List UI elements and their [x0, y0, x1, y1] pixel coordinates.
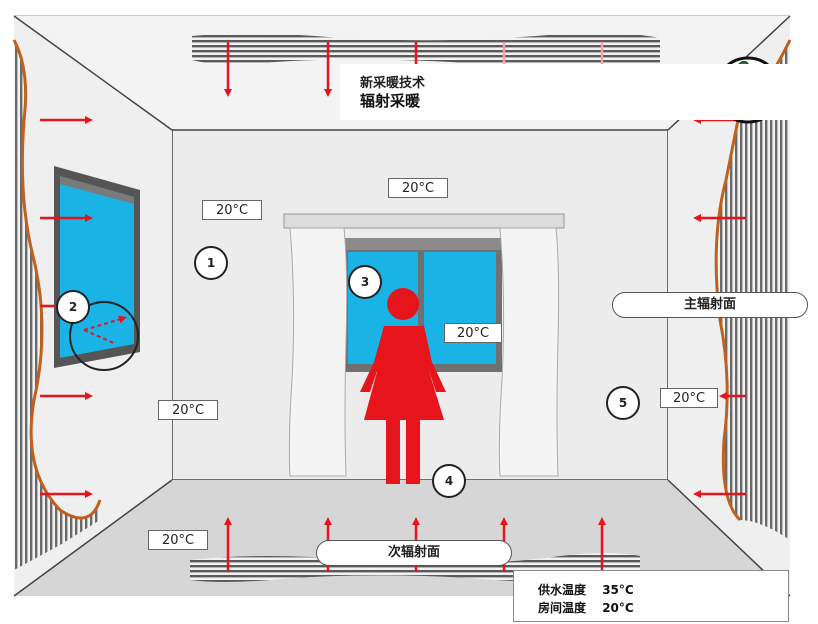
supply-temp-value: 35°C: [602, 583, 634, 597]
ceiling-radiant-panel: [192, 32, 660, 67]
person-silhouette-icon: [360, 288, 446, 484]
temp-floor-left: 20°C: [148, 530, 208, 550]
room-temp-value: 20°C: [602, 601, 634, 615]
room-temp-label: 房间温度: [538, 601, 587, 615]
supply-temp-row: 供水温度 35°C: [538, 581, 634, 598]
magnifier-circle: [69, 301, 139, 371]
marker-4: 4: [432, 464, 466, 498]
title-box: 新采暖技术 辐射采暖: [340, 64, 790, 120]
info-box: 供水温度 35°C 房间温度 20°C: [513, 570, 789, 622]
left-window: [54, 166, 140, 368]
room-temp-row: 房间温度 20°C: [538, 599, 634, 616]
temp-right-wall: 20°C: [660, 388, 718, 408]
curtains: [283, 213, 565, 477]
temp-window-right: 20°C: [444, 323, 502, 343]
marker-5: 5: [606, 386, 640, 420]
temp-back-wall-top: 20°C: [388, 178, 448, 198]
marker-3: 3: [348, 265, 382, 299]
marker-2: 2: [56, 290, 90, 324]
marker-1: 1: [194, 246, 228, 280]
secondary-radiant-surface-label: 次辐射面: [316, 540, 512, 566]
main-radiant-surface-label: 主辐射面: [612, 292, 808, 318]
left-wall-radiant-panel: [12, 39, 102, 570]
temp-back-wall-left: 20°C: [202, 200, 262, 220]
supply-temp-label: 供水温度: [538, 583, 587, 597]
title-line-2: 辐射采暖: [360, 92, 421, 110]
title-line-1: 新采暖技术: [360, 76, 426, 91]
temp-left-wall: 20°C: [158, 400, 218, 420]
